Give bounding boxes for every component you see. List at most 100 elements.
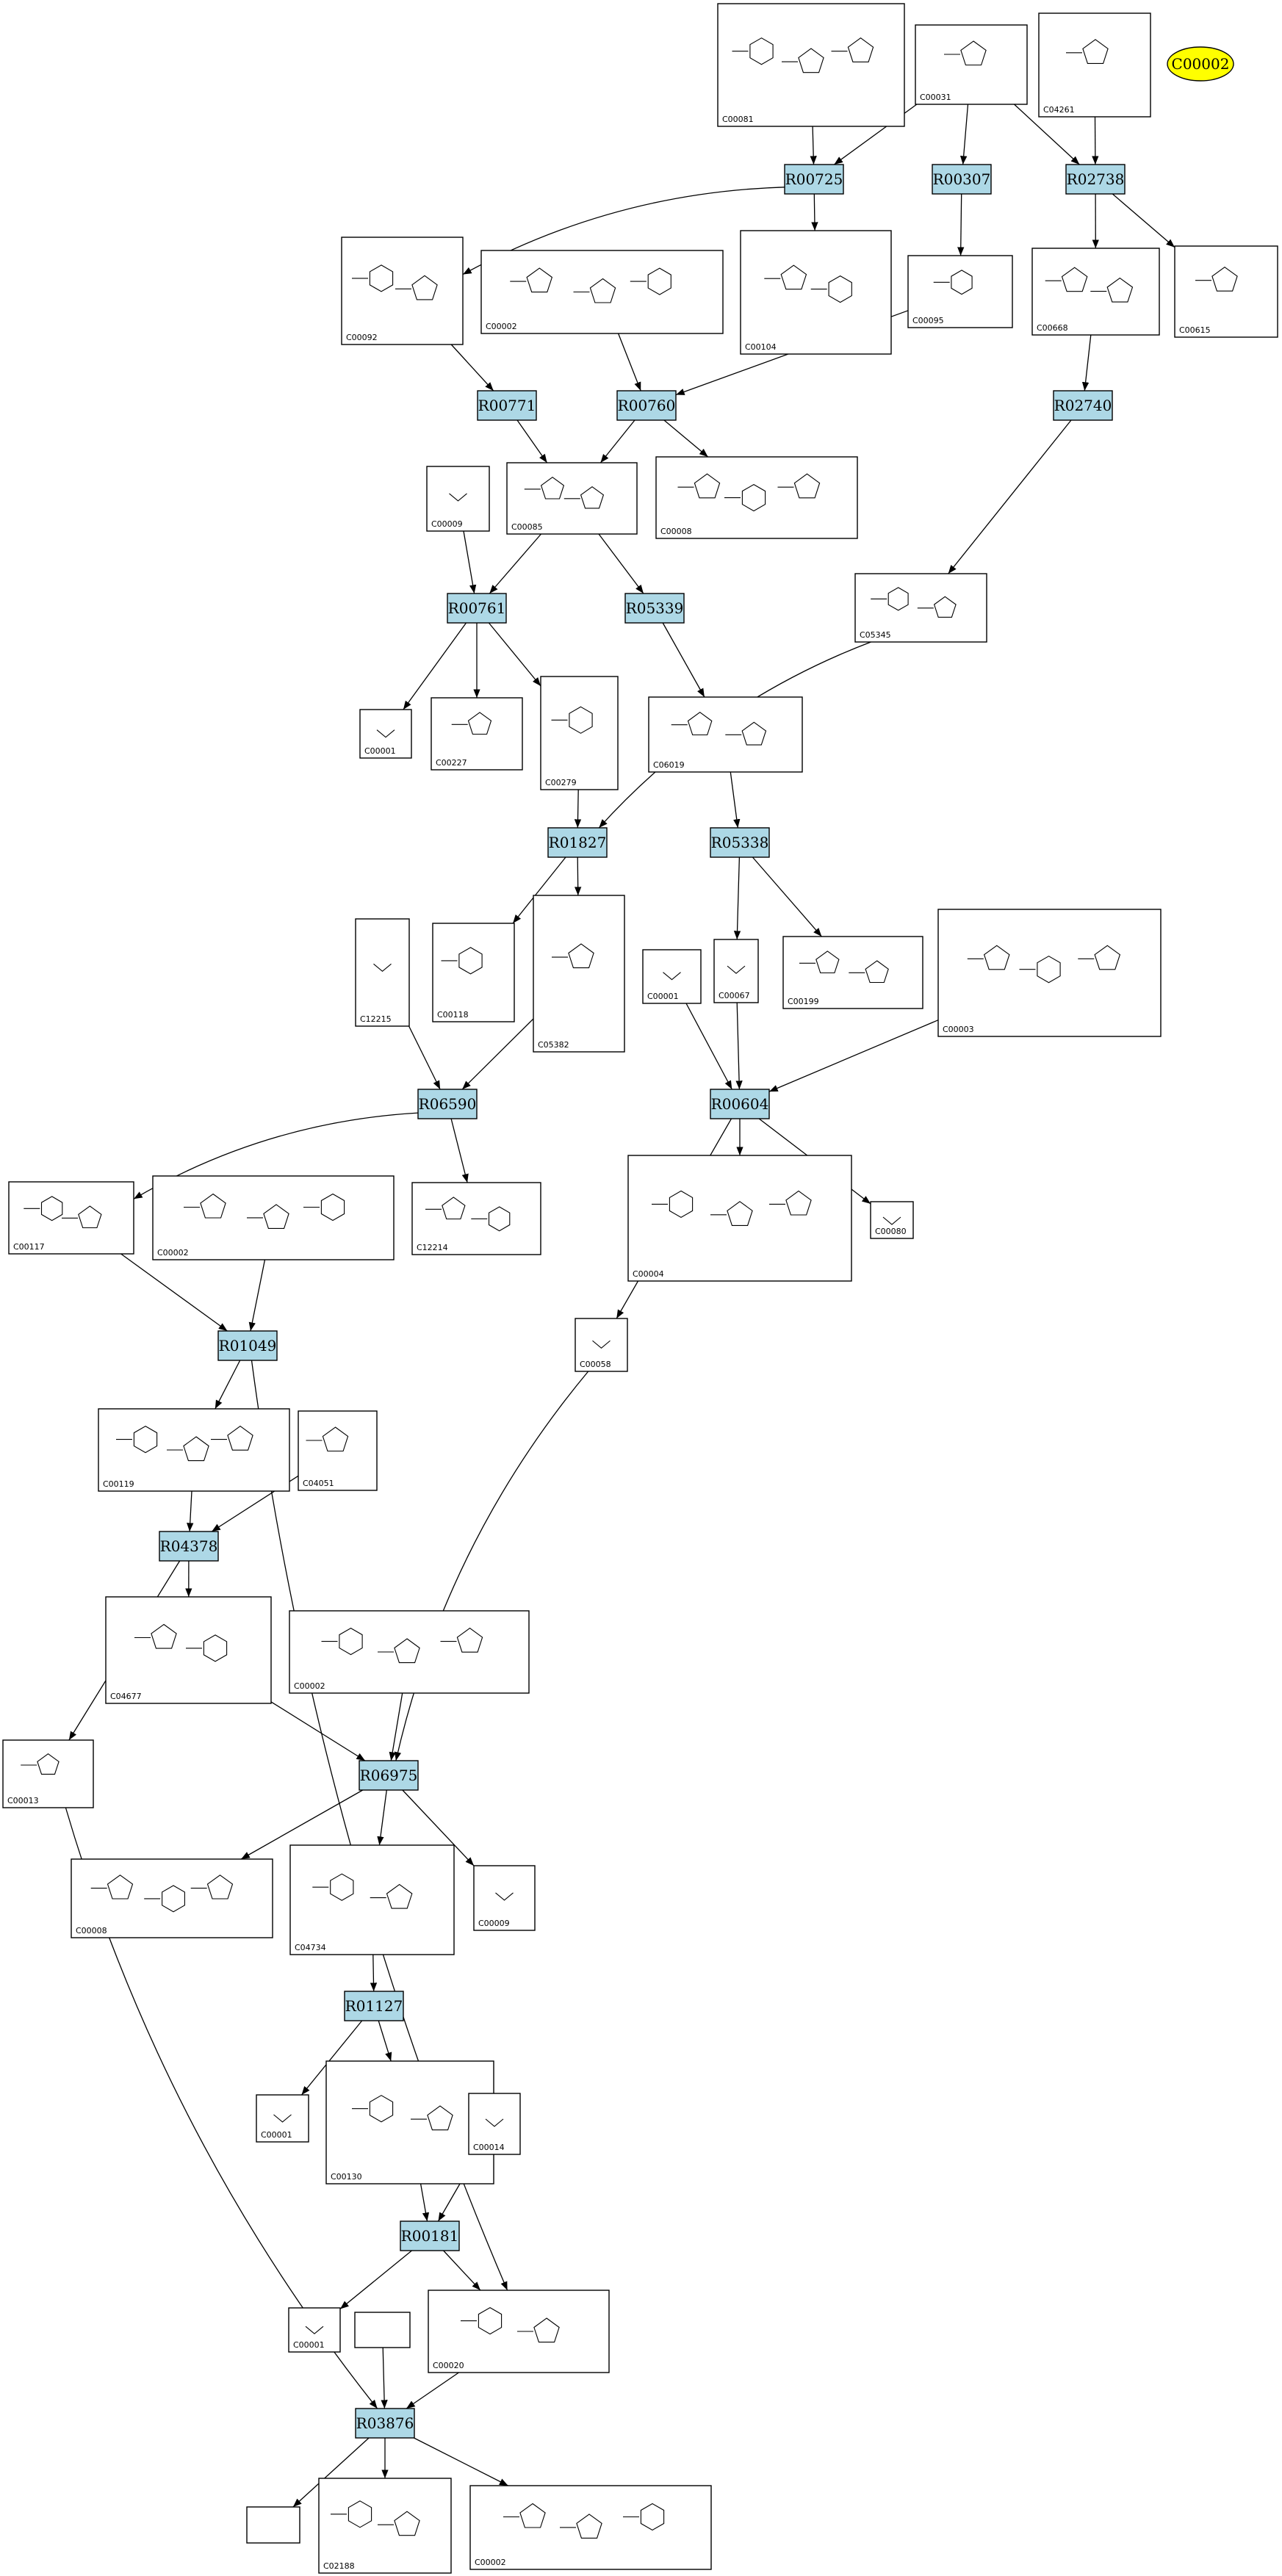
compound-id: C00008 (76, 1926, 107, 1935)
compound-id: C12214 (417, 1243, 448, 1252)
compound-box (473, 1865, 536, 1931)
compound-node[interactable]: C00085 (506, 462, 638, 535)
compound-node[interactable]: C05382 (533, 895, 625, 1053)
reaction-label: R05338 (711, 834, 769, 851)
compound-node[interactable]: C00004 (627, 1155, 852, 1282)
edge-arrow (663, 419, 709, 458)
compound-node[interactable]: C00014 (468, 2093, 521, 2155)
compound-node[interactable]: C00002 (469, 2485, 712, 2570)
reaction-node[interactable]: R00181 (400, 2220, 460, 2251)
compound-node[interactable]: C04677 (105, 1596, 272, 1704)
compound-node[interactable]: C00001 (256, 2094, 309, 2143)
compound-node[interactable]: C00067 (713, 939, 759, 1003)
compound-node[interactable]: C00279 (540, 676, 619, 790)
reaction-node[interactable]: R00761 (447, 593, 507, 624)
reaction-node[interactable]: R00604 (710, 1089, 770, 1119)
compound-node[interactable]: C04051 (298, 1410, 378, 1491)
reaction-box (159, 1531, 219, 1562)
compound-node[interactable]: C05345 (854, 573, 987, 643)
reaction-label: R01827 (549, 834, 607, 851)
compound-node[interactable]: C00020 (428, 2290, 610, 2373)
compound-id: C00020 (433, 2361, 464, 2370)
compound-node[interactable]: C00080 (870, 1201, 914, 1239)
compound-node[interactable]: C00013 (2, 1739, 94, 1808)
reaction-node[interactable]: R00307 (932, 164, 992, 195)
reaction-node[interactable]: R00771 (477, 390, 537, 421)
compound-id: C00009 (478, 1919, 510, 1928)
compound-node[interactable]: C00002 (152, 1175, 395, 1260)
reaction-label: R02738 (1067, 170, 1125, 188)
compound-box (468, 2093, 521, 2155)
compound-node[interactable]: C00104 (740, 230, 892, 355)
edge-arrow (811, 193, 818, 231)
compound-node[interactable]: C00119 (98, 1408, 290, 1492)
reaction-label: R00181 (401, 2227, 459, 2245)
reaction-label: R06590 (419, 1095, 477, 1113)
compound-box (289, 1844, 455, 1955)
compound-node[interactable]: C00002 (289, 1610, 530, 1694)
compound-id: C00199 (788, 997, 819, 1006)
compound-node[interactable]: C00117 (8, 1181, 134, 1255)
compound-node[interactable]: C00003 (937, 909, 1162, 1037)
compound-node[interactable]: C00001 (642, 949, 702, 1004)
reaction-node[interactable]: R06975 (359, 1760, 419, 1791)
reaction-node[interactable]: R01127 (344, 1991, 404, 2021)
compound-node[interactable]: C00668 (1031, 248, 1160, 336)
compound-box (907, 255, 1013, 328)
reaction-node[interactable]: R01827 (547, 827, 608, 858)
edge-arrow (463, 530, 477, 594)
compound-node[interactable]: C00095 (907, 255, 1013, 328)
compound-node[interactable]: C00092 (341, 237, 464, 345)
edge-arrow (450, 344, 494, 392)
compound-node[interactable]: C00118 (432, 923, 515, 1022)
reaction-node[interactable]: R05339 (624, 593, 685, 624)
compound-node[interactable]: C00009 (473, 1865, 536, 1931)
reaction-node[interactable]: R02738 (1065, 164, 1126, 195)
reaction-node[interactable]: R00760 (616, 390, 677, 421)
compound-node[interactable]: C00001 (288, 2307, 341, 2353)
edge-arrow (270, 1701, 366, 1761)
compound-node[interactable]: C00058 (575, 1318, 628, 1372)
compound-node[interactable]: C12215 (355, 918, 410, 1027)
reaction-node[interactable]: R06590 (417, 1089, 478, 1119)
compound-node[interactable]: C00615 (1174, 245, 1278, 338)
reaction-node[interactable]: R03876 (355, 2408, 415, 2439)
reaction-node[interactable]: R00725 (784, 164, 844, 195)
edge-arrow (414, 2437, 508, 2486)
edge-arrow (752, 856, 822, 937)
compound-node[interactable]: C00081 (717, 3, 905, 127)
compound-box (533, 895, 625, 1053)
reaction-label: R04378 (160, 1537, 218, 1555)
compound-node[interactable]: C00130 (325, 2060, 494, 2184)
compound-node[interactable]: C00199 (782, 936, 923, 1009)
edge-arrow (443, 2250, 481, 2291)
reaction-node[interactable]: R02740 (1053, 390, 1113, 421)
compound-node[interactable]: C00008 (655, 456, 858, 539)
compound-box (325, 2060, 494, 2184)
compound-node[interactable]: C00002 (480, 250, 724, 334)
compound-node[interactable]: C12214 (411, 1182, 541, 1255)
compound-box (713, 939, 759, 1003)
compound-node[interactable] (354, 2312, 411, 2348)
edge-arrow (516, 419, 548, 463)
compound-box (288, 2307, 341, 2353)
compound-node[interactable]: C00001 (359, 709, 412, 759)
compound-node[interactable] (246, 2506, 300, 2544)
reaction-node[interactable]: R04378 (159, 1531, 219, 1562)
compound-id: C00001 (364, 746, 396, 756)
reaction-box (624, 593, 685, 624)
reaction-node[interactable]: R01049 (217, 1330, 278, 1361)
edge-arrow (187, 1490, 194, 1532)
compound-node[interactable]: C04261 (1038, 12, 1151, 118)
compound-node[interactable]: C06019 (648, 696, 803, 773)
compound-node[interactable]: C00008 (71, 1858, 273, 1938)
compound-node[interactable]: C04734 (289, 1844, 455, 1955)
edge-arrow (685, 1003, 732, 1090)
compound-box (642, 949, 702, 1004)
compound-node[interactable]: C00031 (915, 24, 1028, 105)
reaction-node[interactable]: R05338 (710, 827, 770, 858)
compound-node[interactable]: C00227 (431, 697, 523, 771)
compound-node[interactable]: C02188 (318, 2478, 452, 2574)
compound-node[interactable]: C00009 (426, 466, 490, 532)
